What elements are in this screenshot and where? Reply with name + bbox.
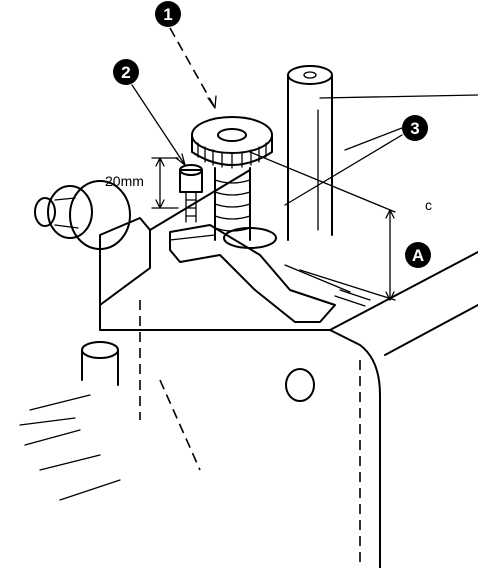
thread-tension-assembly (34, 180, 151, 250)
set-screw (179, 164, 203, 223)
dimension-20mm: 20mm (105, 157, 179, 209)
machine-head-body (99, 169, 478, 568)
small-mark: c (425, 197, 432, 213)
presser-plate (169, 224, 371, 323)
callout-2: 2 (113, 59, 186, 166)
dimension-a: A (249, 151, 431, 301)
side-components (19, 300, 315, 501)
dimension-a-label: A (412, 246, 424, 265)
callout-2-label: 2 (121, 63, 130, 82)
callout-3-label: 3 (410, 119, 419, 138)
dimension-20mm-label: 20mm (105, 173, 144, 189)
presser-bar (287, 65, 333, 241)
callout-3: 3 (284, 94, 478, 206)
callout-1-label: 1 (163, 5, 172, 24)
adjusting-nut (191, 116, 277, 249)
callout-1: 1 (155, 1, 217, 109)
